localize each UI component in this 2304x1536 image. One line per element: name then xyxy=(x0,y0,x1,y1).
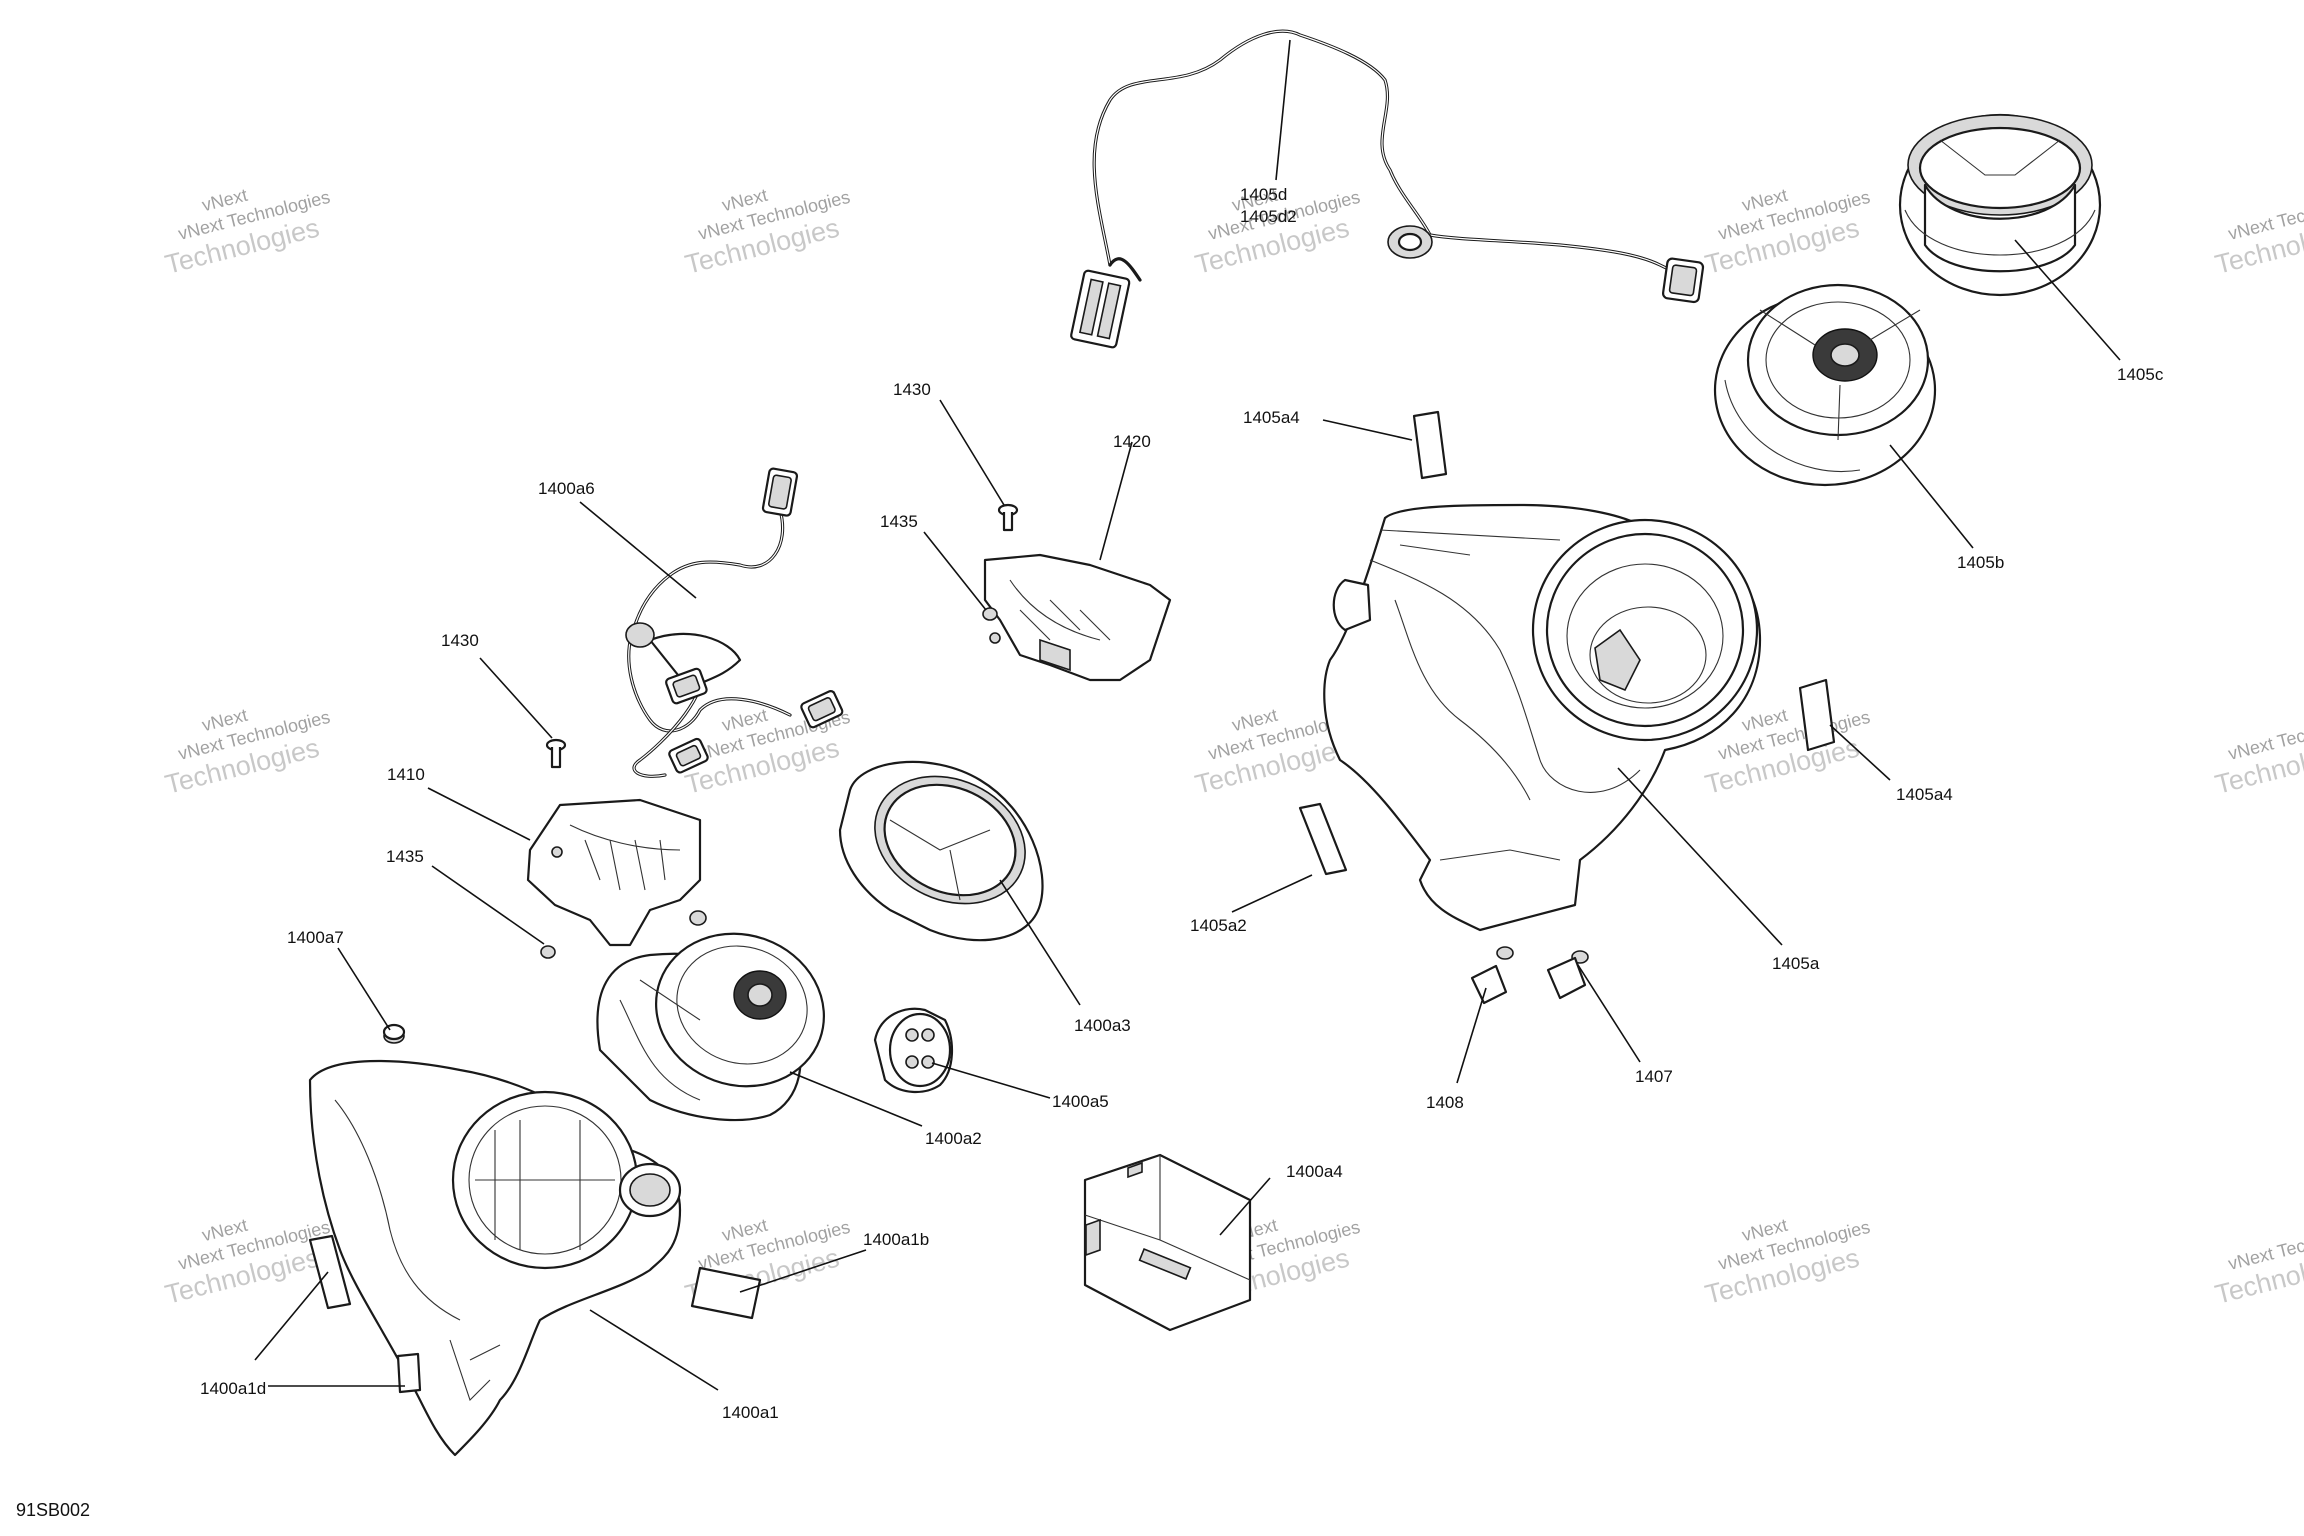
connector xyxy=(1661,257,1705,304)
connector xyxy=(761,467,799,517)
watermark: vNext Technologies Technologies vNext xyxy=(1702,185,1872,280)
callout-1400a7: 1400a7 xyxy=(287,928,344,947)
watermark: vNext Technologies Technologies xyxy=(2212,187,2304,280)
decal-1400a1b xyxy=(690,1266,762,1320)
clip-1408 xyxy=(1470,946,1514,1005)
callout-1405a2: 1405a2 xyxy=(1190,916,1247,935)
tweeter-1400a5 xyxy=(873,1007,954,1094)
callout-1405d2: 1405d2 xyxy=(1240,207,1297,226)
speaker-grille-1405c xyxy=(1898,113,2102,297)
connector xyxy=(800,690,844,729)
callout-1435-mid: 1435 xyxy=(880,512,918,531)
connector xyxy=(1070,269,1131,349)
plug-1400a7 xyxy=(382,1023,406,1044)
watermark: vNext Technologies Technologies xyxy=(2212,707,2304,800)
wiring-harness-1405d xyxy=(1070,29,1705,349)
decal-1405a4-right xyxy=(1798,678,1836,752)
wiring-harness-1400a6 xyxy=(625,467,844,778)
callout-1405d: 1405d xyxy=(1240,185,1287,204)
bracket-1410 xyxy=(526,798,702,947)
callout-1400a1: 1400a1 xyxy=(722,1403,779,1422)
speaker-housing-1400a1 xyxy=(308,1059,682,1457)
callout-1408: 1408 xyxy=(1426,1093,1464,1112)
watermark: vNext Technologies Technologies vNext xyxy=(162,185,332,280)
speaker-1405b xyxy=(1713,283,1937,487)
callout-1410: 1410 xyxy=(387,765,425,784)
callout-1400a5: 1400a5 xyxy=(1052,1092,1109,1111)
connector xyxy=(665,667,708,705)
callout-labels: 1405d 1405d2 1405a4 1405c 1405b 1405a4 1… xyxy=(200,185,2164,1422)
watermark: vNext Technologies Technologies vNext xyxy=(682,185,852,280)
callout-1430-left: 1430 xyxy=(441,631,479,650)
screw-1430-left xyxy=(545,738,567,769)
callout-1400a1d: 1400a1d xyxy=(200,1379,266,1398)
watermark: vNext Technologies Technologies xyxy=(2212,1217,2304,1310)
screw-1430-mid xyxy=(997,503,1019,532)
leader-lines xyxy=(254,39,2121,1391)
speaker-grille-1400a3 xyxy=(838,760,1044,942)
speaker-1400a2 xyxy=(596,910,825,1122)
clip-1435-mid xyxy=(982,607,998,621)
speaker-housing-1405a xyxy=(1323,503,1762,932)
callout-1400a6: 1400a6 xyxy=(538,479,595,498)
watermark: vNext Technologies Technologies vNext xyxy=(162,705,332,800)
callout-1405b: 1405b xyxy=(1957,553,2004,572)
callout-1430-mid: 1430 xyxy=(893,380,931,399)
decal-1405a2 xyxy=(1298,802,1348,876)
callout-1420: 1420 xyxy=(1113,432,1151,451)
watermark: vNext Technologies Technologies vNext xyxy=(1702,1215,1872,1310)
decal-1400a1d xyxy=(308,1234,422,1394)
callout-1405a4-top: 1405a4 xyxy=(1243,408,1300,427)
callout-1405a4-right: 1405a4 xyxy=(1896,785,1953,804)
bracket-1420 xyxy=(983,553,1172,682)
document-code: 91SB002 xyxy=(16,1500,90,1520)
callout-1405a: 1405a xyxy=(1772,954,1820,973)
grommet xyxy=(625,622,655,648)
amplifier-1400a4 xyxy=(1083,1153,1252,1332)
callout-1435-left: 1435 xyxy=(386,847,424,866)
callout-1400a1b: 1400a1b xyxy=(863,1230,929,1249)
connector xyxy=(668,737,709,774)
screw-1407 xyxy=(1546,950,1589,1000)
clip-1435-left xyxy=(540,945,556,959)
callout-1400a3: 1400a3 xyxy=(1074,1016,1131,1035)
callout-1400a4: 1400a4 xyxy=(1286,1162,1343,1181)
callout-1407: 1407 xyxy=(1635,1067,1673,1086)
decal-1405a4-top xyxy=(1412,410,1448,480)
callout-1400a2: 1400a2 xyxy=(925,1129,982,1148)
callout-1405c: 1405c xyxy=(2117,365,2164,384)
